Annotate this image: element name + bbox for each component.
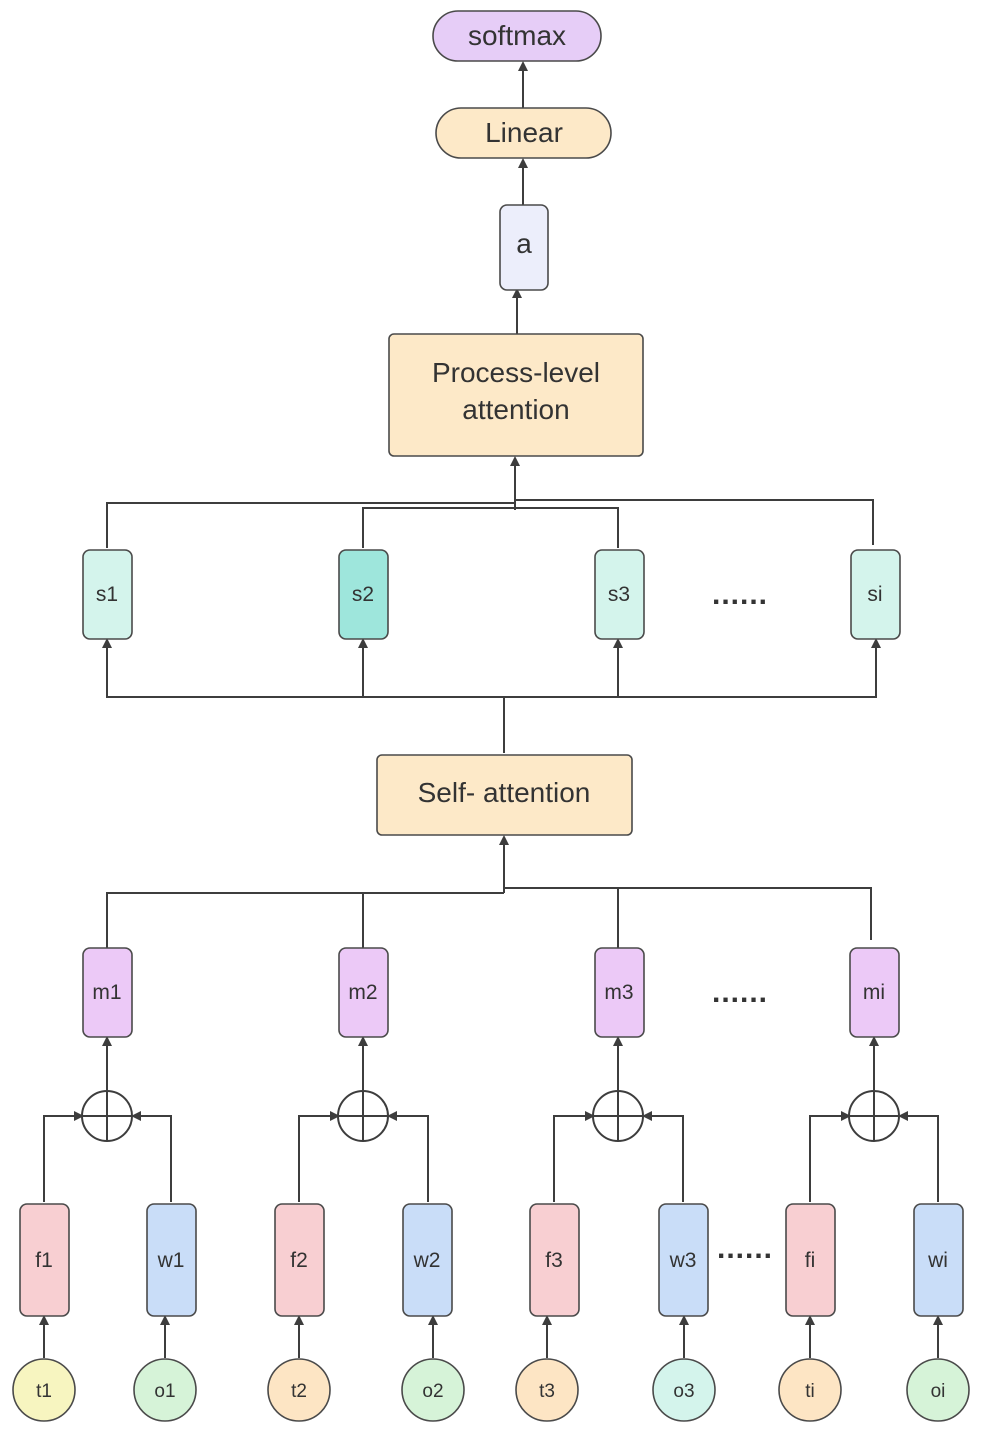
process-level-attention-node: Process-level attention (388, 333, 644, 457)
combine-icon (81, 1090, 133, 1142)
process-attention-line-2: attention (462, 394, 569, 425)
self-attention-node: Self- attention (376, 754, 633, 836)
fw-ellipsis: ...... (717, 1232, 773, 1265)
linear-label: Linear (485, 117, 563, 148)
s-node: s3 (594, 549, 645, 640)
s-ellipsis: ...... (712, 578, 768, 611)
f-node: f2 (274, 1203, 325, 1317)
s-label: si (867, 583, 882, 606)
w-label: w2 (413, 1249, 441, 1272)
m-label: mi (863, 981, 885, 1004)
w-node: w3 (658, 1203, 709, 1317)
connectors (39, 61, 943, 1358)
w-node: w2 (402, 1203, 453, 1317)
s-node: si (850, 549, 901, 640)
t-node: t3 (515, 1358, 579, 1422)
m-label: m2 (348, 981, 377, 1004)
a-node: a (499, 204, 549, 291)
f-node: f3 (529, 1203, 580, 1317)
w-node: wi (913, 1203, 964, 1317)
s-label: s1 (96, 583, 118, 606)
m-label: m3 (604, 981, 633, 1004)
o-label: o3 (673, 1381, 694, 1402)
t-node: t1 (12, 1358, 76, 1422)
t-label: t2 (291, 1381, 307, 1402)
m-ellipsis: ...... (712, 976, 768, 1009)
s-label: s3 (608, 583, 630, 606)
f-node: f1 (19, 1203, 70, 1317)
combine-icon (592, 1090, 644, 1142)
t-label: t1 (36, 1381, 52, 1402)
s-node: s1 (82, 549, 133, 640)
w-label: w3 (669, 1249, 697, 1272)
s-node: s2 (338, 549, 389, 640)
combine-icon (337, 1090, 389, 1142)
softmax-node: softmax (432, 10, 602, 62)
combine-icon (848, 1090, 900, 1142)
f-label: f1 (35, 1249, 53, 1272)
w-label: wi (927, 1249, 948, 1272)
f-label: f2 (290, 1249, 308, 1272)
o-node: o3 (652, 1358, 716, 1422)
o-node: oi (906, 1358, 970, 1422)
a-label: a (516, 228, 532, 259)
f-label: f3 (545, 1249, 563, 1272)
m-node: m3 (594, 947, 645, 1038)
o-label: o1 (154, 1381, 175, 1402)
f-label: fi (805, 1249, 816, 1272)
process-attention-line-1: Process-level (432, 357, 600, 388)
o-node: o1 (133, 1358, 197, 1422)
linear-node: Linear (435, 107, 612, 159)
o-node: o2 (401, 1358, 465, 1422)
m-node: m2 (338, 947, 389, 1038)
m-label: m1 (92, 981, 121, 1004)
t-label: t3 (539, 1381, 555, 1402)
t-label: ti (805, 1381, 815, 1402)
w-label: w1 (157, 1249, 185, 1272)
o-label: oi (931, 1381, 946, 1402)
f-node: fi (785, 1203, 836, 1317)
w-node: w1 (146, 1203, 197, 1317)
o-label: o2 (422, 1381, 443, 1402)
self-attention-label: Self- attention (418, 777, 591, 808)
s-label: s2 (352, 583, 374, 606)
m-node: m1 (82, 947, 133, 1038)
m-node: mi (849, 947, 900, 1038)
t-node: ti (778, 1358, 842, 1422)
t-node: t2 (267, 1358, 331, 1422)
softmax-label: softmax (468, 20, 566, 51)
